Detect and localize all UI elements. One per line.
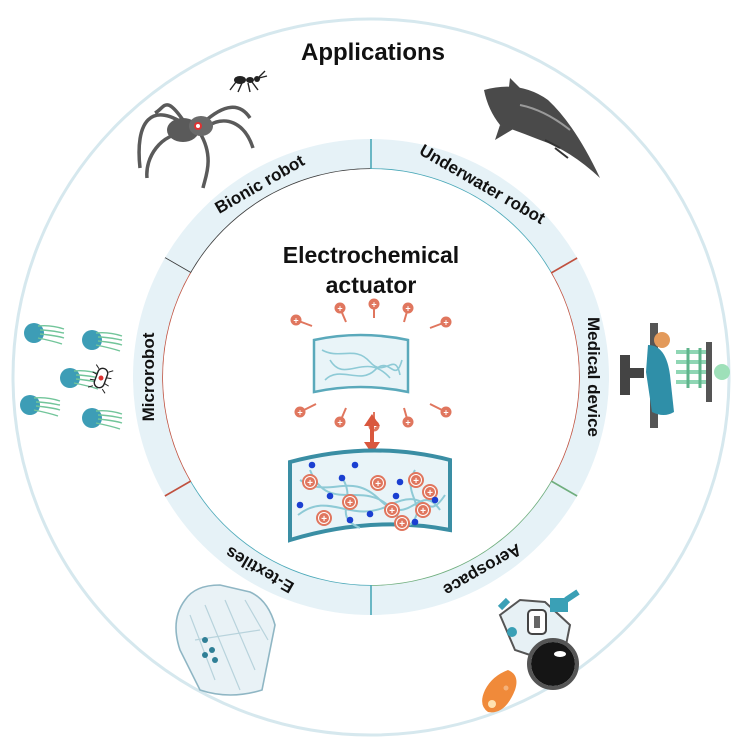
- plus-sign: +: [375, 479, 381, 490]
- plus-sign: +: [405, 418, 410, 428]
- negative-ion: [392, 492, 400, 500]
- plus-sign: +: [371, 300, 376, 310]
- jellyfish-icon: [82, 330, 123, 352]
- plus-sign: +: [413, 476, 419, 487]
- jellyfish-icon: [24, 323, 65, 345]
- actuator-contracted-icon: [312, 333, 410, 394]
- shark-icon: [484, 78, 600, 178]
- positive-ion-core: [345, 497, 355, 507]
- positive-ion: [334, 416, 346, 428]
- negative-ion: [296, 501, 304, 509]
- garment-icon: [175, 584, 276, 696]
- negative-ion: [351, 461, 359, 469]
- astronaut-icon: [497, 589, 580, 690]
- segment-divider-5: [164, 480, 192, 497]
- positive-ion: [368, 298, 380, 310]
- positive-ion: [334, 302, 346, 314]
- plus-sign: +: [405, 304, 410, 314]
- positive-ion-core: [305, 477, 315, 487]
- segment-5: [133, 258, 191, 496]
- ion-rays: ++++++++++: [290, 298, 452, 432]
- center-title-line1: Electrochemical: [283, 242, 459, 268]
- negative-ion: [396, 478, 404, 486]
- segment-0: [164, 139, 371, 273]
- positive-ion: [440, 316, 452, 328]
- center-title-line2: actuator: [326, 272, 417, 298]
- plus-sign: +: [321, 514, 327, 525]
- jellyfish-swarm: [20, 323, 123, 430]
- positive-ion: [402, 302, 414, 314]
- segment-3: [371, 481, 578, 615]
- bacterium-icon: [87, 364, 114, 394]
- plus-sign: +: [389, 506, 395, 517]
- positive-ion: [440, 406, 452, 418]
- jellyfish-icon: [60, 368, 101, 390]
- jellyfish-icon: [20, 395, 61, 417]
- segment-2: [551, 258, 609, 496]
- segment-4: [164, 481, 371, 615]
- jellyfish-icon: [82, 408, 123, 430]
- positive-ion-core: [387, 505, 397, 515]
- segment-divider-3: [550, 480, 578, 497]
- plus-sign: +: [337, 304, 342, 314]
- plus-sign: +: [337, 418, 342, 428]
- expansion-arrow-icon: [364, 414, 380, 454]
- positive-ion: [290, 314, 302, 326]
- positive-ion-core: [418, 505, 428, 515]
- diagram-title: Applications: [301, 39, 445, 66]
- segment-label: Microrobot: [139, 332, 158, 421]
- positive-ion-core: [319, 513, 329, 523]
- ant-icon: [229, 70, 268, 93]
- positive-ion-core: [373, 478, 383, 488]
- negative-ion: [338, 474, 346, 482]
- spider-icon: [137, 103, 255, 189]
- negative-ion: [326, 492, 334, 500]
- negative-ion: [366, 510, 374, 518]
- ion-particles: +++++++++: [296, 461, 439, 531]
- rocket-flame-icon: [482, 670, 517, 713]
- positive-ion-core: [397, 518, 407, 528]
- plus-sign: +: [399, 519, 405, 530]
- plus-sign: +: [347, 498, 353, 509]
- plus-sign: +: [427, 488, 433, 499]
- positive-ion: [294, 406, 306, 418]
- negative-ion: [346, 516, 354, 524]
- negative-ion: [308, 461, 316, 469]
- positive-ion: [402, 416, 414, 428]
- negative-ion: [411, 518, 419, 526]
- negative-ion: [431, 496, 439, 504]
- plus-sign: +: [307, 478, 313, 489]
- segment-label: Medical device: [584, 317, 603, 437]
- positive-ion-core: [411, 475, 421, 485]
- surgeon-icon: [620, 323, 730, 428]
- plus-sign: +: [443, 408, 448, 418]
- plus-sign: +: [293, 316, 298, 326]
- plus-sign: +: [443, 318, 448, 328]
- segment-1: [371, 139, 578, 273]
- plus-sign: +: [420, 506, 426, 517]
- plus-sign: +: [297, 408, 302, 418]
- positive-ion-core: [425, 487, 435, 497]
- segment-divider-2: [550, 257, 578, 274]
